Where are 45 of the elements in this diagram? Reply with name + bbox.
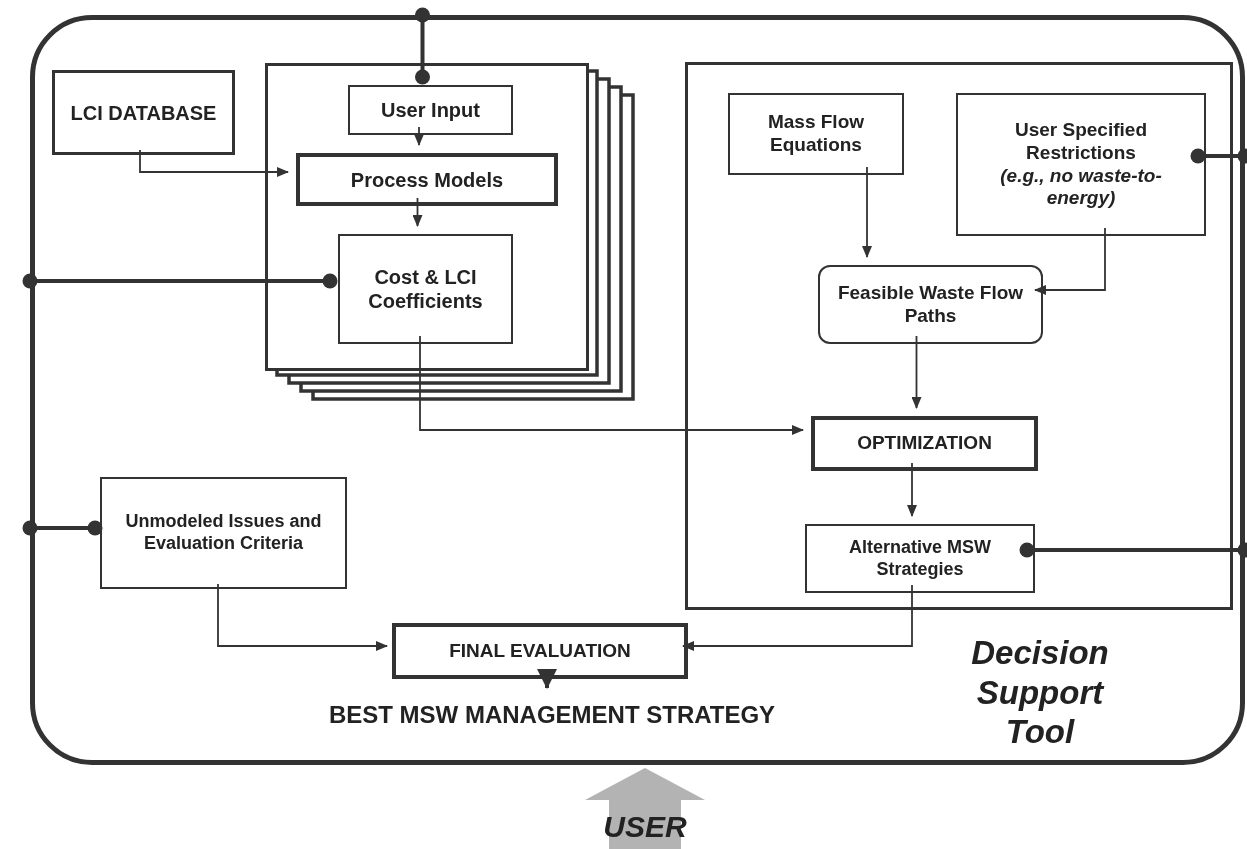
tool-frame: [30, 15, 1245, 765]
box-label: Mass Flow Equations: [766, 111, 866, 157]
arrow: [537, 669, 557, 689]
connector-line: [22, 520, 103, 536]
process-box: [811, 416, 1038, 471]
rounded-box: [818, 265, 1043, 344]
connector-line: [1190, 148, 1247, 164]
box-label: Process Models: [350, 167, 504, 192]
arrow: [907, 462, 917, 517]
process-box: [100, 477, 347, 589]
arrow: [217, 583, 388, 651]
panel-frame: [685, 62, 1233, 610]
connector-line: [1019, 542, 1247, 558]
front-frame: [265, 63, 589, 371]
box-label: Cost & LCI Coefficients: [367, 265, 484, 313]
user-label: USER: [603, 809, 687, 845]
arrow: [682, 584, 913, 651]
process-box: [52, 70, 235, 155]
arrow: [139, 149, 289, 177]
box-label: Unmodeled Issues and Evaluation Criteria: [124, 511, 323, 555]
arrow: [862, 166, 872, 258]
box-label: User Input: [381, 98, 480, 122]
result-text: BEST MSW MANAGEMENT STRATEGY: [328, 700, 776, 730]
process-box: [728, 93, 904, 175]
connector-line: [415, 7, 430, 85]
connector-line: [22, 273, 338, 289]
process-box: [296, 153, 558, 206]
arrow: [419, 335, 804, 435]
box-label: LCI DATABASE: [70, 100, 217, 125]
tool-title: Decision Support Tool: [970, 633, 1110, 752]
process-box: [392, 623, 688, 679]
process-box: [348, 85, 513, 135]
process-box: [338, 234, 513, 344]
arrow: [911, 335, 922, 409]
process-box: [805, 524, 1035, 593]
arrow: [1034, 227, 1106, 295]
box-label: Feasible Waste Flow Paths: [836, 281, 1025, 328]
box-label: Alternative MSW Strategies: [848, 536, 992, 581]
box-label: User Specified Restrictions: [1014, 118, 1148, 165]
box-label: FINAL EVALUATION: [449, 639, 631, 663]
example-note: (e.g., no waste-to-energy): [999, 164, 1163, 211]
arrow: [414, 126, 424, 146]
process-box: [956, 93, 1206, 236]
box-label: OPTIMIZATION: [857, 432, 992, 455]
arrow: [412, 197, 423, 227]
